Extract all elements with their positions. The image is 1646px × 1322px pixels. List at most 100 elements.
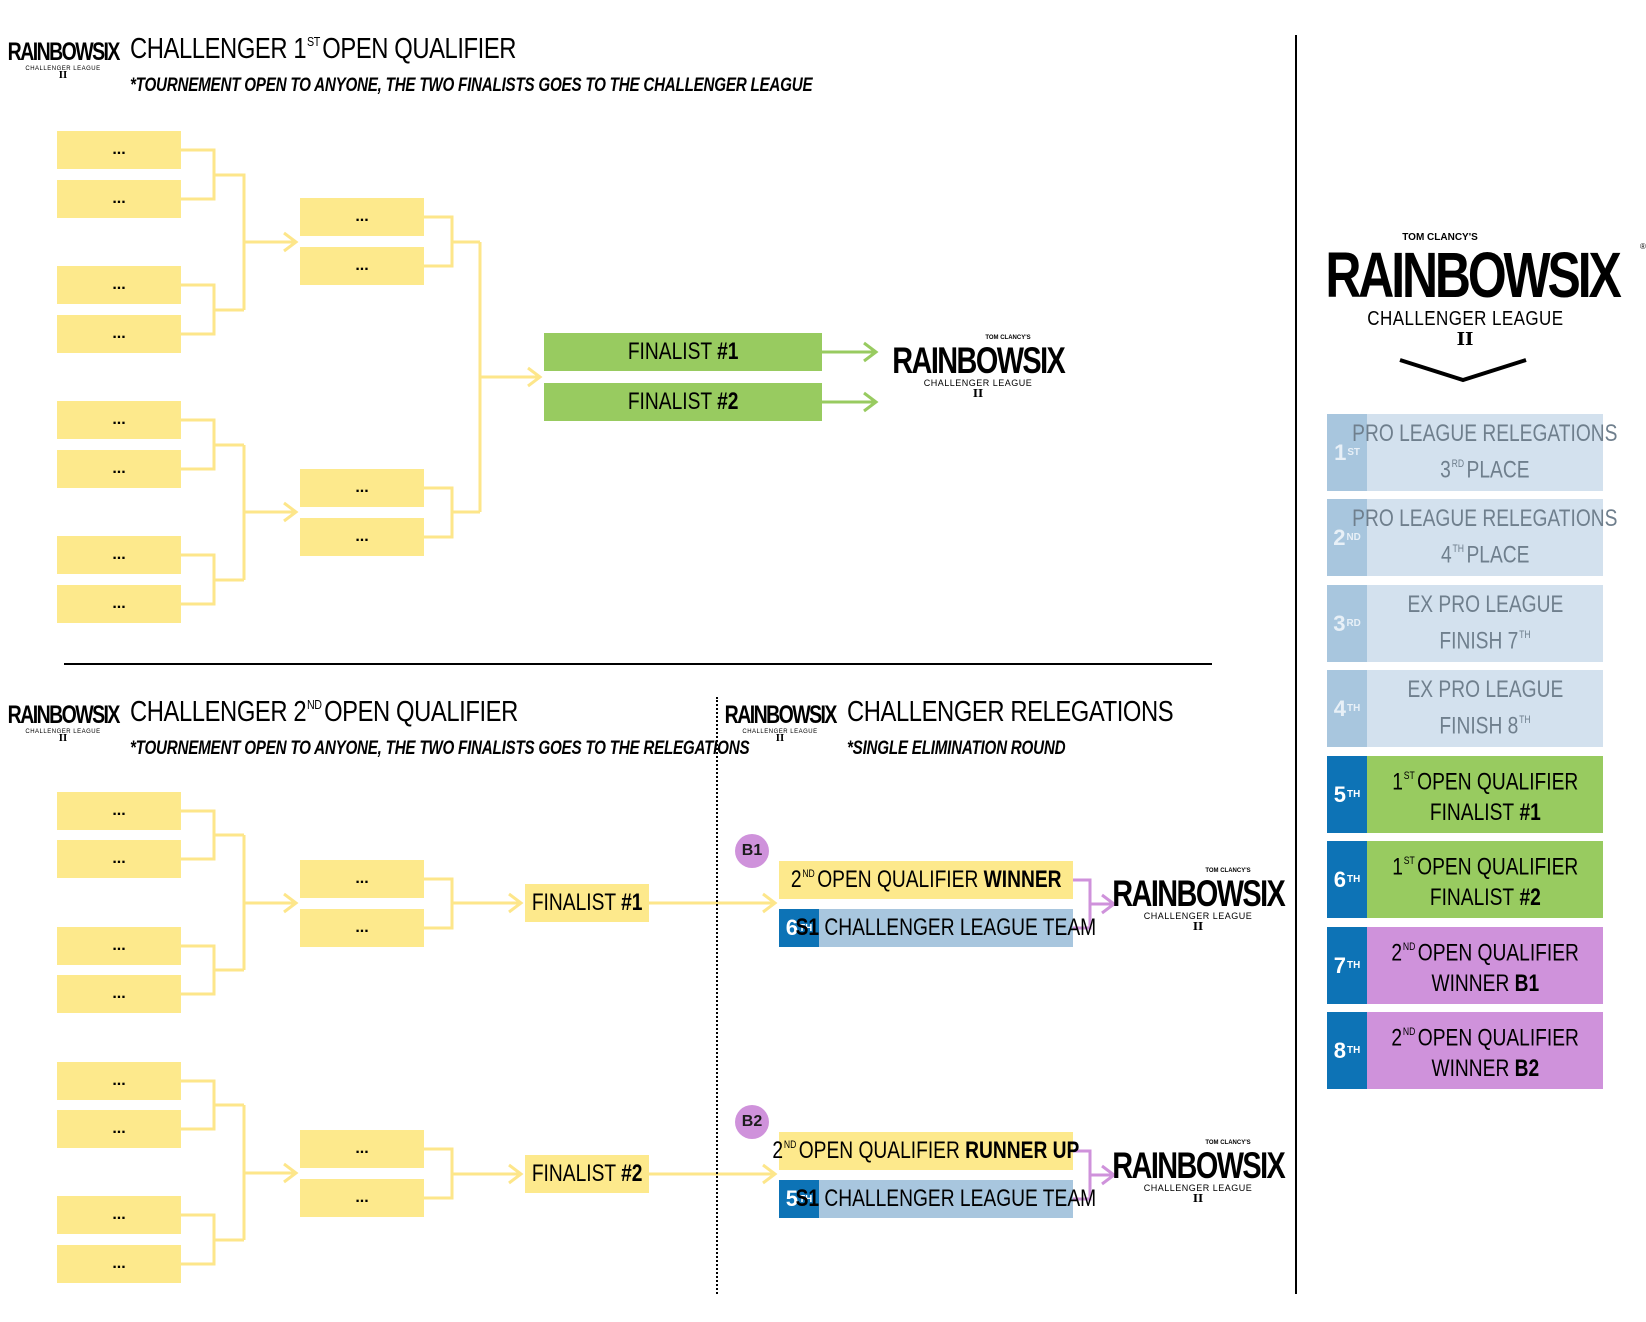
q2-r2-slot: ... [300, 1179, 424, 1217]
q1-finalist-2: FINALIST #2 [544, 383, 822, 421]
q1-r2-slot: ... [300, 469, 424, 507]
q2-finalist-2: FINALIST #2 [525, 1155, 649, 1193]
bracket-line [424, 215, 454, 268]
rainbow-six-logo: RAINBOWSIX CHALLENGER LEAGUE II [7, 38, 120, 81]
bracket-line [214, 173, 246, 310]
q2-r2-slot: ... [300, 860, 424, 898]
q2-r1-slot: ... [57, 927, 181, 965]
relegations-subtitle: *SINGLE ELIMINATION ROUND [847, 738, 1066, 759]
q1-r1-slot: ... [57, 585, 181, 623]
q1-r1-slot: ... [57, 401, 181, 439]
q1-r2-slot: ... [300, 198, 424, 236]
q1-r2-slot: ... [300, 247, 424, 285]
arrow [283, 231, 299, 253]
challenger-league-logo: TOM CLANCY'S RAINBOWSIX CHALLENGER LEAGU… [892, 335, 1066, 400]
q1-finalist-1: FINALIST #1 [544, 333, 822, 371]
arrow [527, 366, 543, 388]
q2-r1-slot: ... [57, 1062, 181, 1100]
rainbow-six-main-logo: TOM CLANCY'S RAINBOWSIX ® CHALLENGER LEA… [1325, 232, 1646, 350]
q2-r2-slot: ... [300, 909, 424, 947]
arrow [508, 1163, 524, 1185]
q1-r1-slot: ... [57, 536, 181, 574]
bracket-line [181, 1213, 216, 1266]
arrow [863, 341, 879, 363]
q2-finalist-1: FINALIST #1 [525, 884, 649, 922]
relegations-divider [716, 697, 718, 1294]
q1-r1-slot: ... [57, 315, 181, 353]
arrow [283, 1162, 299, 1184]
q1-r1-slot: ... [57, 450, 181, 488]
q1-r1-slot: ... [57, 180, 181, 218]
bracket-line [424, 877, 454, 930]
arrow [762, 1163, 778, 1185]
section-divider [64, 663, 1212, 665]
q2-r1-slot: ... [57, 975, 181, 1013]
q2-r1-slot: ... [57, 840, 181, 878]
qualifier1-subtitle: *TOURNEMENT OPEN TO ANYONE, THE TWO FINA… [130, 75, 813, 96]
arrow [1101, 893, 1117, 915]
bracket-line [181, 1079, 216, 1131]
bracket-line [424, 486, 454, 539]
arrow [762, 892, 778, 914]
arrow [283, 892, 299, 914]
arrow [283, 501, 299, 523]
arrow [508, 892, 524, 914]
qualifier2-title: CHALLENGER 2NDOPEN QUALIFIER [130, 696, 518, 728]
badge-b2: B2 [735, 1105, 769, 1139]
challenger-league-logo: TOM CLANCY'S RAINBOWSIX CHALLENGER LEAGU… [1112, 868, 1286, 933]
q2-r1-slot: ... [57, 1245, 181, 1283]
q1-r1-slot: ... [57, 266, 181, 304]
bracket-line [181, 809, 216, 861]
rainbow-six-logo: RAINBOWSIX CHALLENGER LEAGUE II [724, 701, 837, 744]
bracket-line [181, 418, 216, 471]
q2-r2-slot: ... [300, 1130, 424, 1168]
q2-r1-slot: ... [57, 1196, 181, 1234]
b2-qualifier-runner-up: 2NDOPEN QUALIFIER RUNNER UP [773, 1132, 1079, 1170]
q2-r1-slot: ... [57, 792, 181, 830]
q1-r2-slot: ... [300, 518, 424, 556]
b1-qualifier-winner: 2NDOPEN QUALIFIER WINNER [779, 861, 1073, 899]
relegations-title: CHALLENGER RELEGATIONS [847, 696, 1174, 728]
rainbow-six-logo: RAINBOWSIX CHALLENGER LEAGUE II [7, 701, 120, 744]
right-panel-divider [1295, 35, 1297, 1294]
q1-r1-slot: ... [57, 131, 181, 169]
bracket-line [424, 1147, 454, 1200]
arrow [863, 391, 879, 413]
qualifier1-title: CHALLENGER 1STOPEN QUALIFIER [130, 33, 517, 65]
main-logo-chevron [1398, 358, 1528, 389]
challenger-league-logo: TOM CLANCY'S RAINBOWSIX CHALLENGER LEAGU… [1112, 1140, 1286, 1205]
bracket-line [181, 553, 216, 606]
badge-b1: B1 [735, 834, 769, 868]
bracket-line [181, 148, 216, 201]
arrow [1101, 1164, 1117, 1186]
